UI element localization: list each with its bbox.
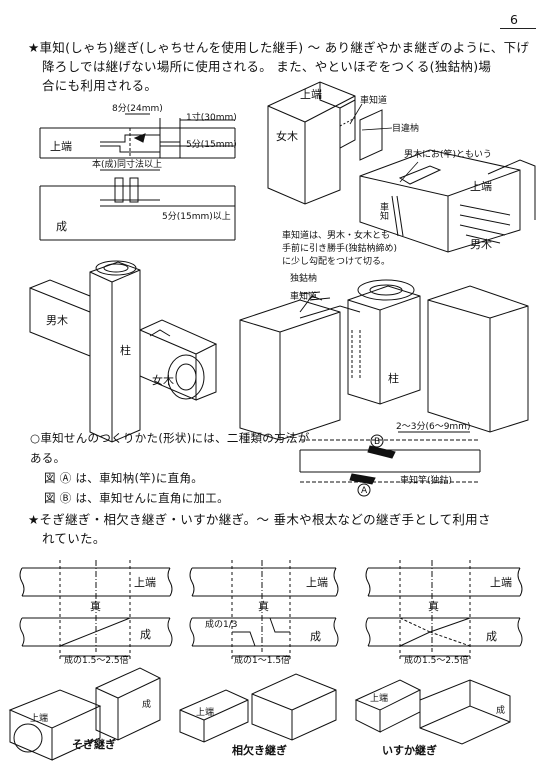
dim-label: 2～3分(6～9mm) [396,422,471,432]
section1-text: ★車知(しゃち)継ぎ(しゃちせんを使用した継手) ～ あり継ぎやかま継ぎのように… [28,38,538,95]
section3-line: れていた。 [42,531,106,546]
label-okuki: 男木 [470,238,492,251]
label-okuki: 男木 [46,314,68,327]
iso-uwaba2: 上端 [196,708,215,718]
joints-iso [8,667,511,761]
fig4-exploded [239,279,529,441]
page-number-rule [500,28,536,29]
fig2-note: 車知道は、男木・女木とも 手前に引き勝手(独鈷枘締め) に少し勾配をつけて切る。 [282,230,397,269]
section1-line: ★車知(しゃち)継ぎ(しゃちせんを使用した継手) ～ あり継ぎやかま継ぎのように… [28,40,530,55]
label-a: A [361,486,368,496]
fig-shachi-pin [299,431,481,497]
label-mekuki: 女木 [152,374,174,387]
leader-line [349,103,363,125]
joint3-mid-label: 真 [428,600,439,613]
label-shachi: 車知道 [290,292,318,302]
label-pin: 車知竿(独鈷) [400,476,453,486]
joint1-top-label: 上端 [134,576,156,589]
joint1-side-label: 成 [140,628,151,641]
label-b: B [374,437,381,447]
joint3-side-label: 成 [486,630,497,643]
label-uwaba: 上端 [50,140,72,153]
dim-5bu-plus: 5分(15mm)以上 [162,212,231,222]
iso-sei3: 成 [496,706,506,716]
note-line: 車知道は、男木・女木とも [282,231,391,241]
fig3-post [29,260,218,443]
label-dokko: 目違枘 [392,124,420,134]
iso-uwaba3: 上端 [370,694,389,704]
label-hashira: 柱 [388,372,399,385]
label-sei: 成 [56,220,67,233]
section1-line: 降ろしでは継げない場所に使用される。 また、やといほぞをつくる(独鈷枘)場 [42,59,492,74]
section2-line: 図 Ⓐ は、車知枘(竿)に直角。 [44,471,204,485]
section1-line: 合にも利用される。 [42,78,158,93]
joint2-top-label: 上端 [306,576,328,589]
joints-row [19,560,523,660]
leader-line [399,161,419,183]
joint1-dim: 成の1.5～2.5倍 [64,656,129,666]
section2-line: ○車知せんのつくりかた(形状)には、二種類の方法がある。 [30,431,310,465]
label-mekuki: 女木 [276,130,298,143]
label-dokko: 独鈷枘 [290,274,318,284]
section3-line: ★そぎ継ぎ・相欠き継ぎ・いすか継ぎ。～ 垂木や根太などの継ぎ手として利用さ [28,512,491,527]
joint2-dim: 成の1～1.5倍 [234,656,291,666]
fig1-elevation [39,169,236,241]
fig1-plan [39,113,236,159]
dim-1sun: 1寸(30mm) [186,113,237,123]
joint2-small-label: 成の1/3 [205,620,238,630]
label-hashira: 柱 [120,344,131,357]
joint2-mid-label: 真 [258,600,269,613]
joint3-dim: 成の1.5～2.5倍 [404,656,469,666]
joint3-top-label: 上端 [490,576,512,589]
section3-text: ★そぎ継ぎ・相欠き継ぎ・いすか継ぎ。～ 垂木や根太などの継ぎ手として利用さ れて… [28,510,538,548]
joint1-caption: そぎ継ぎ [72,738,116,751]
dim-8bu: 8分(24mm) [112,104,163,114]
fig2-iso [267,81,536,253]
note-line: に少し勾配をつけて切る。 [282,257,391,267]
page-number: 6 [510,12,519,27]
iso-sei1: 成 [142,700,152,710]
joint3-caption: いすか継ぎ [382,744,437,757]
section2-text: ○車知せんのつくりかた(形状)には、二種類の方法がある。 図 Ⓐ は、車知枘(竿… [30,428,310,508]
joint2-caption: 相欠き継ぎ [232,744,287,757]
note-line: 手前に引き勝手(独鈷枘締め) [282,244,398,254]
section2-line: 図 Ⓑ は、車知せんに直角に加工。 [44,491,229,505]
iso-uwaba1: 上端 [30,714,49,724]
label-shachi: 車知道 [360,96,388,106]
joint2-side-label: 成 [310,630,321,643]
label-note1: 男木にお(竿)ともいう [404,150,492,160]
leader-line [361,127,393,131]
label-uwaba2: 上端 [470,180,492,193]
dim-5bu: 5分(15mm) [186,140,237,150]
joint1-mid-label: 真 [90,600,101,613]
label-uwaba: 上端 [300,88,322,101]
label-honse: 本(成)同寸法以上 [92,160,163,170]
label-kamin: 車知 [378,202,388,220]
